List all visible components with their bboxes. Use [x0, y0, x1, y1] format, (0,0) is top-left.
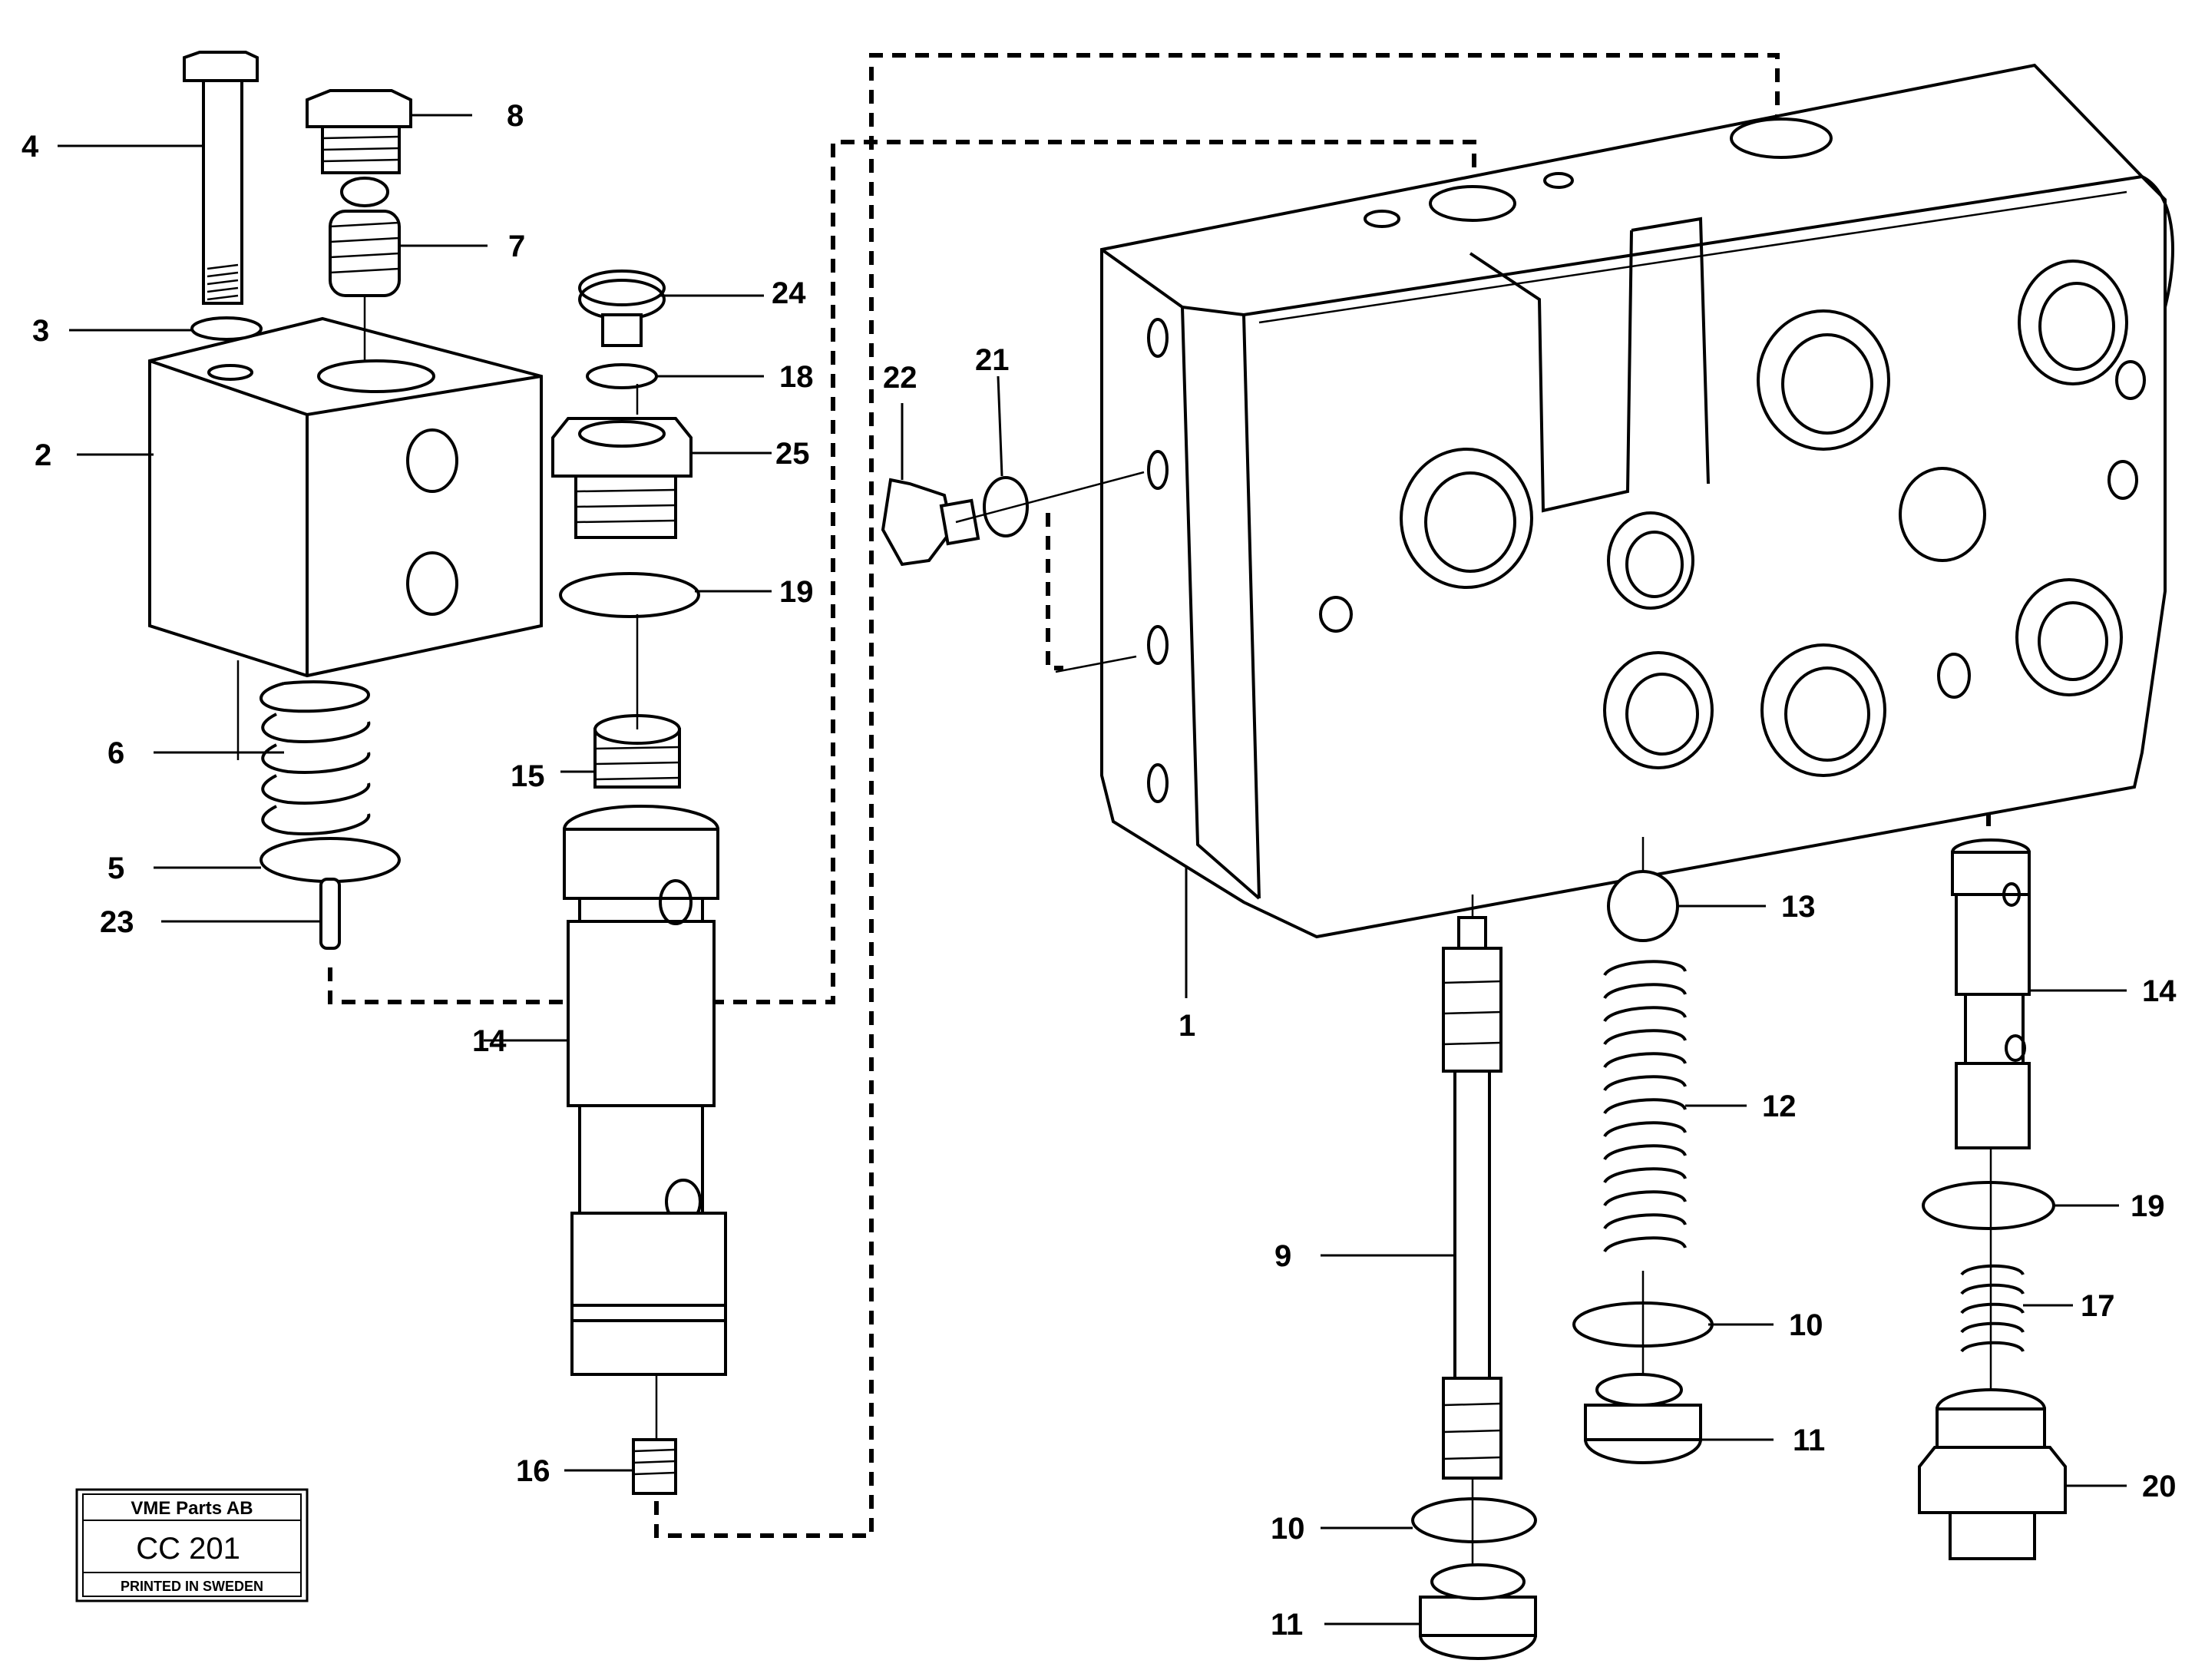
- washer-part-21: [983, 476, 1029, 537]
- valve-sleeve-part-14a: [563, 805, 727, 1376]
- seal-part-19b: [1922, 1181, 2055, 1230]
- callout-15: 15: [511, 759, 545, 793]
- seal-part-19a: [559, 572, 700, 618]
- callout-3: 3: [32, 314, 49, 348]
- leader-lines: [58, 114, 2127, 1625]
- callout-19b: 19: [2131, 1189, 2165, 1223]
- screw-part-16: [632, 1438, 677, 1495]
- callout-2: 2: [35, 438, 51, 472]
- valve-stem-part-9: [1442, 916, 1503, 1480]
- washer-part-5: [260, 837, 401, 883]
- callout-14b: 14: [2142, 974, 2177, 1008]
- washer-part-18: [586, 363, 658, 389]
- valve-housing-part-1: [1100, 63, 2174, 939]
- callout-17: 17: [2081, 1289, 2115, 1323]
- nut-part-25: [551, 417, 693, 539]
- callout-22: 22: [883, 361, 917, 395]
- publisher-stamp: VME Parts AB CC 201 PRINTED IN SWEDEN: [75, 1488, 309, 1602]
- callout-5: 5: [107, 852, 124, 885]
- callout-25: 25: [775, 437, 810, 471]
- callout-10b: 10: [1271, 1512, 1305, 1546]
- callout-19a: 19: [779, 575, 814, 609]
- insert-part-15: [593, 714, 681, 789]
- callout-18: 18: [779, 360, 814, 394]
- pin-part-23: [319, 878, 341, 950]
- plug-part-20: [1918, 1388, 2067, 1560]
- callout-16: 16: [516, 1454, 550, 1488]
- valve-part-7: [329, 177, 401, 297]
- callout-11a: 11: [1793, 1424, 1825, 1457]
- callout-13: 13: [1781, 890, 1816, 924]
- callout-11b: 11: [1271, 1608, 1303, 1642]
- callout-1: 1: [1179, 1009, 1195, 1043]
- callout-10a: 10: [1789, 1308, 1823, 1342]
- callout-8: 8: [507, 99, 524, 133]
- callout-7: 7: [508, 230, 525, 263]
- spring-part-17: [1960, 1264, 2025, 1353]
- callout-21: 21: [975, 343, 1010, 377]
- plug-part-11a: [1584, 1373, 1702, 1464]
- callout-9: 9: [1274, 1239, 1291, 1273]
- callout-labels: 4 8 7 3 2 6 5 23 24 18 25 19 15 14 16 22…: [21, 99, 2177, 1642]
- seal-part-10b: [1411, 1497, 1537, 1543]
- stamp-code: CC 201: [136, 1532, 240, 1566]
- callout-23: 23: [100, 905, 134, 939]
- callout-6: 6: [107, 736, 124, 770]
- plug-part-8: [306, 89, 412, 174]
- callout-24: 24: [772, 276, 806, 310]
- stamp-printed: PRINTED IN SWEDEN: [121, 1579, 263, 1594]
- callout-20: 20: [2142, 1470, 2177, 1503]
- callout-4: 4: [21, 130, 39, 164]
- spring-part-12: [1603, 960, 1687, 1253]
- plug-part-11b: [1419, 1563, 1537, 1660]
- dashed-connection-lines: [328, 53, 1991, 1538]
- callout-14a: 14: [472, 1024, 507, 1058]
- washer-part-3: [190, 316, 263, 341]
- block-part-2: [148, 316, 543, 678]
- plug-part-22: [881, 478, 980, 567]
- ball-part-13: [1607, 870, 1679, 942]
- screw-part-24: [578, 270, 666, 347]
- callout-12: 12: [1762, 1090, 1797, 1123]
- spring-part-6: [260, 680, 371, 835]
- stamp-company: VME Parts AB: [131, 1498, 253, 1519]
- bolt-part-4: [183, 51, 259, 305]
- valve-sleeve-part-14b: [1951, 838, 2031, 1149]
